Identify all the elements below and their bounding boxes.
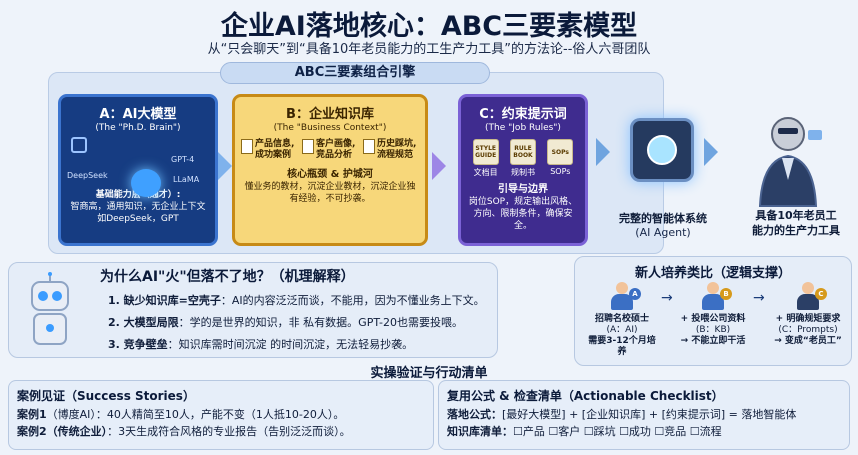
card-c-title: C：约束提示词: [479, 107, 567, 122]
card-knowledge-base: B：企业知识库 (The "Business Context") 产品信息,成功…: [232, 94, 428, 246]
document-icon: [302, 139, 314, 154]
veteran-worker-icon: [758, 117, 822, 207]
case-item: 案例1（博度AI）：40人精简至10人，产能不变（1人抵10-20人）。: [17, 408, 345, 421]
chip-icon: [71, 137, 87, 155]
document-icon: [363, 139, 375, 154]
doc-customer: 客户画像,竞品分析: [302, 139, 358, 161]
arrow-c-to-agent-icon: [596, 138, 610, 166]
onboarding-title: 新人培养类比（逻辑支撑）: [634, 266, 791, 281]
onboarding-step-a: A 招聘名校硕士(A：AI)需要3-12个月培养: [584, 282, 660, 358]
person-icon: C: [795, 282, 827, 312]
card-a-desc: 智商高，通用知识，无企业上下文如DeepSeek，GPT: [70, 202, 206, 224]
arrow-right-icon: →: [753, 290, 765, 306]
engine-title: ABC三要素组合引擎: [220, 62, 490, 84]
llama-icon: LLaMA: [173, 175, 200, 184]
card-b-desc-title: 核心瓶颈 & 护城河: [287, 169, 373, 180]
checklist-panel: 复用公式 & 检查清单（Actionable Checklist） 落地公式：[…: [438, 380, 850, 450]
card-a-subtitle: (The "Ph.D. Brain"): [95, 123, 181, 133]
verify-title: 实操验证与行动清单: [370, 366, 488, 381]
book-icon: SOPs: [547, 139, 574, 165]
doc-product: 产品信息,成功案例: [241, 139, 297, 161]
card-c-desc-title: 引导与边界: [498, 184, 548, 195]
card-c-desc: 岗位SOP，规定输出风格、方向、限制条件，确保安全。: [468, 197, 578, 231]
card-a-title: A：AI大模型: [99, 107, 177, 122]
gpt-icon: GPT-4: [171, 155, 195, 164]
person-icon: B: [700, 282, 732, 312]
why-item: 2. 大模型局限：学的是世界的知识，非 私有数据。GPT-20也需要投喂。: [108, 316, 463, 329]
robot-icon: [31, 272, 69, 345]
arrow-a-to-b-icon: [218, 152, 232, 180]
cases-title: 案例见证（Success Stories）: [17, 389, 195, 403]
why-title: 为什么AI"火"但落不了地？（机理解释）: [100, 269, 355, 285]
worker-label: 具备10年老员工能力的生产力工具: [752, 209, 840, 237]
ai-agent-chip-icon: [630, 118, 694, 182]
book-icon: STYLE GUIDE: [472, 139, 499, 165]
card-b-title: B：企业知识库: [286, 107, 374, 122]
why-section: [8, 262, 498, 358]
onboarding-step-b: B + 投喂公司资料(B：KB)→ 不能立即干活: [676, 282, 750, 347]
checklist-title: 复用公式 & 检查清单（Actionable Checklist）: [447, 389, 724, 403]
onboarding-step-c: C + 明确规矩要求(C：Prompts)→ 变成“老员工”: [768, 282, 848, 347]
agent-sublabel: (AI Agent): [635, 226, 691, 239]
person-icon: A: [609, 282, 641, 312]
deepseek-icon: DeepSeek: [67, 171, 108, 180]
document-icon: [241, 139, 253, 154]
arrow-agent-to-worker-icon: [704, 138, 718, 166]
formula-row: 落地公式：[最好大模型] + [企业知识库] + [约束提示词] = 落地智能体: [447, 408, 797, 421]
card-c-subtitle: (The "Job Rules"): [485, 123, 561, 133]
why-item: 1. 缺少知识库=空壳子：AI的内容泛泛而谈，不能用，因为不懂业务上下文。: [108, 294, 485, 307]
case-item: 案例2（传统企业）：3天生成符合风格的专业报告（告别泛泛而谈）。: [17, 425, 351, 438]
case-studies-panel: 案例见证（Success Stories） 案例1（博度AI）：40人精简至10…: [8, 380, 434, 450]
why-item: 3. 竞争壁垒：知识库需时间沉淀 的时间沉淀，无法轻易抄袭。: [108, 338, 414, 351]
page-title: 企业AI落地核心：ABC三要素模型: [220, 11, 638, 42]
arrow-b-to-c-icon: [432, 152, 446, 180]
onboarding-section: [574, 256, 852, 366]
brain-icon: [131, 169, 161, 197]
card-ai-model: A：AI大模型 (The "Ph.D. Brain") DeepSeek GPT…: [58, 94, 218, 246]
doc-history: 历史踩坑,流程规范: [363, 139, 419, 161]
card-b-desc: 懂业务的教材，沉淀企业教材，沉淀企业独有经验，不可抄袭。: [244, 182, 416, 204]
card-b-subtitle: (The "Business Context"): [273, 123, 387, 133]
book-icon: RULE BOOK: [509, 139, 536, 165]
kb-checklist-row: 知识库清单：☐产品 ☐客户 ☐踩坑 ☐成功 ☐竞品 ☐流程: [447, 425, 722, 438]
page-subtitle: 从“只会聊天”到“具备10年老员能力的工生产力工具”的方法论--俗人六哥团队: [207, 42, 651, 57]
agent-label: 完整的智能体系统: [619, 212, 707, 225]
arrow-right-icon: →: [661, 290, 673, 306]
